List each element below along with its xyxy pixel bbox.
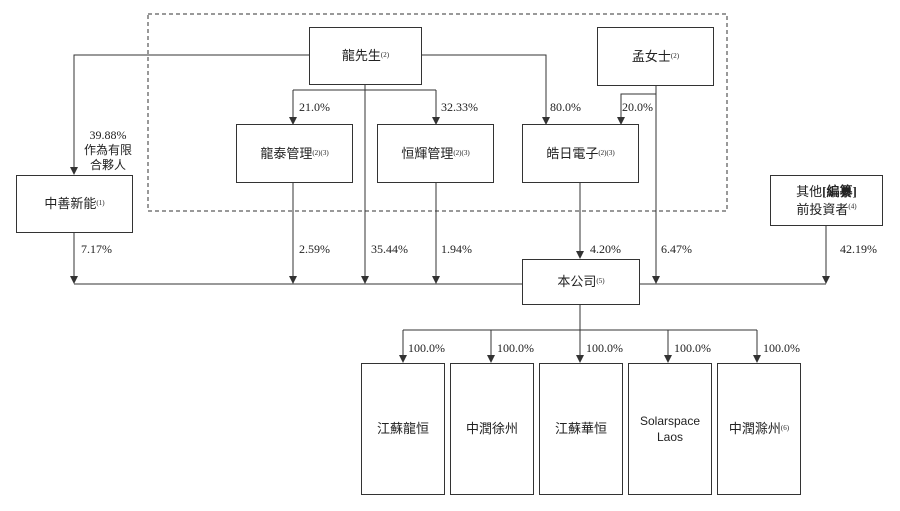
- subsidiary-jiangsu-huaheng-name: 江蘇華恒: [554, 421, 607, 437]
- subsidiary-jiangsu-huaheng: 江蘇華恒: [539, 363, 623, 495]
- entity-zhongshan-note: (1): [96, 199, 105, 208]
- entity-longtai-note: (2)(3): [312, 148, 329, 157]
- entity-mr-long-note: (2): [380, 51, 390, 60]
- entity-company: 本公司(5): [522, 259, 640, 305]
- subsidiary-zhongrun-xuzhou-name: 中潤徐州: [465, 421, 518, 437]
- entity-other-investors: 其他[編纂] 前投資者(4): [770, 175, 883, 226]
- line-long-to-zhongshan: [70, 54, 309, 175]
- entity-longtai: 龍泰管理(2)(3): [236, 124, 353, 183]
- entity-mr-long-name: 龍先生: [341, 48, 381, 64]
- entity-haori: 皓日電子(2)(3): [522, 124, 639, 183]
- entity-other-investors-pre: 前投資者: [796, 201, 849, 217]
- entity-ms-meng-name: 孟女士: [631, 48, 671, 64]
- entity-other-investors-note: (4): [848, 202, 857, 211]
- entity-company-name: 本公司: [557, 274, 597, 290]
- entity-henghui-note: (2)(3): [453, 148, 470, 157]
- entity-company-note: (5): [596, 277, 605, 286]
- subsidiary-solarspace-laos: Solarspace Laos: [628, 363, 712, 495]
- entity-longtai-name: 龍泰管理: [260, 145, 313, 161]
- subsidiary-jiangsu-longheng-name: 江蘇龍恒: [376, 421, 429, 437]
- subsidiary-jiangsu-longheng: 江蘇龍恒: [361, 363, 445, 495]
- subsidiary-solarspace-laos-line2: Laos: [656, 430, 684, 444]
- pct-long-to-longtai: 21.0%: [299, 100, 330, 114]
- pct-long-to-company: 35.44%: [371, 242, 408, 256]
- subsidiary-zhongrun-chuzhou-note: (6): [780, 424, 790, 433]
- entity-other-investors-others: 其他: [796, 183, 823, 199]
- entity-ms-meng: 孟女士(2): [597, 27, 714, 86]
- pct-longtai-to-company: 2.59%: [299, 242, 330, 256]
- subsidiary-zhongrun-chuzhou-name: 中潤滁州: [728, 421, 781, 437]
- entity-henghui-name: 恒輝管理: [401, 145, 454, 161]
- pct-long-to-haori: 80.0%: [550, 100, 581, 114]
- pct-henghui-to-company: 1.94%: [441, 242, 472, 256]
- pct-meng-to-company: 6.47%: [661, 242, 692, 256]
- pct-others-to-company: 42.19%: [840, 242, 877, 256]
- entity-ms-meng-note: (2): [670, 51, 680, 60]
- entity-henghui: 恒輝管理(2)(3): [377, 124, 494, 183]
- control-group-dashed-border: [147, 13, 728, 212]
- pct-company-to-sub1: 100.0%: [408, 341, 445, 355]
- subsidiary-solarspace-laos-line1: Solarspace: [639, 413, 701, 428]
- entity-other-investors-redacted: [編纂]: [822, 183, 857, 199]
- pct-company-to-sub3: 100.0%: [586, 341, 623, 355]
- entity-other-investors-line1: 其他[編纂]: [796, 183, 857, 201]
- pct-zhongshan-to-company: 7.17%: [81, 242, 112, 256]
- pct-company-to-sub2: 100.0%: [497, 341, 534, 355]
- subsidiary-zhongrun-chuzhou: 中潤滁州(6): [717, 363, 801, 495]
- entity-mr-long: 龍先生(2): [309, 27, 422, 85]
- line-meng-to-haori: [617, 86, 657, 125]
- pct-long-to-zhongshan-line3: 合夥人: [89, 158, 126, 172]
- pct-long-to-zhongshan-line2: 作為有限: [83, 143, 132, 157]
- subsidiary-zhongrun-xuzhou: 中潤徐州: [450, 363, 534, 495]
- entity-zhongshan: 中善新能(1): [16, 175, 133, 233]
- pct-haori-to-company: 4.20%: [590, 242, 621, 256]
- pct-meng-to-haori: 20.0%: [622, 100, 653, 114]
- entity-zhongshan-name: 中善新能: [44, 196, 97, 212]
- pct-long-to-zhongshan: 39.88% 作為有限 合夥人: [76, 128, 140, 173]
- entity-haori-note: (2)(3): [598, 148, 615, 157]
- entity-haori-name: 皓日電子: [546, 145, 599, 161]
- pct-company-to-sub5: 100.0%: [763, 341, 800, 355]
- entity-other-investors-line2: 前投資者(4): [796, 201, 856, 219]
- pct-long-to-henghui: 32.33%: [441, 100, 478, 114]
- line-long-to-haori: [422, 54, 550, 125]
- pct-long-to-zhongshan-value: 39.88%: [89, 128, 127, 142]
- pct-company-to-sub4: 100.0%: [674, 341, 711, 355]
